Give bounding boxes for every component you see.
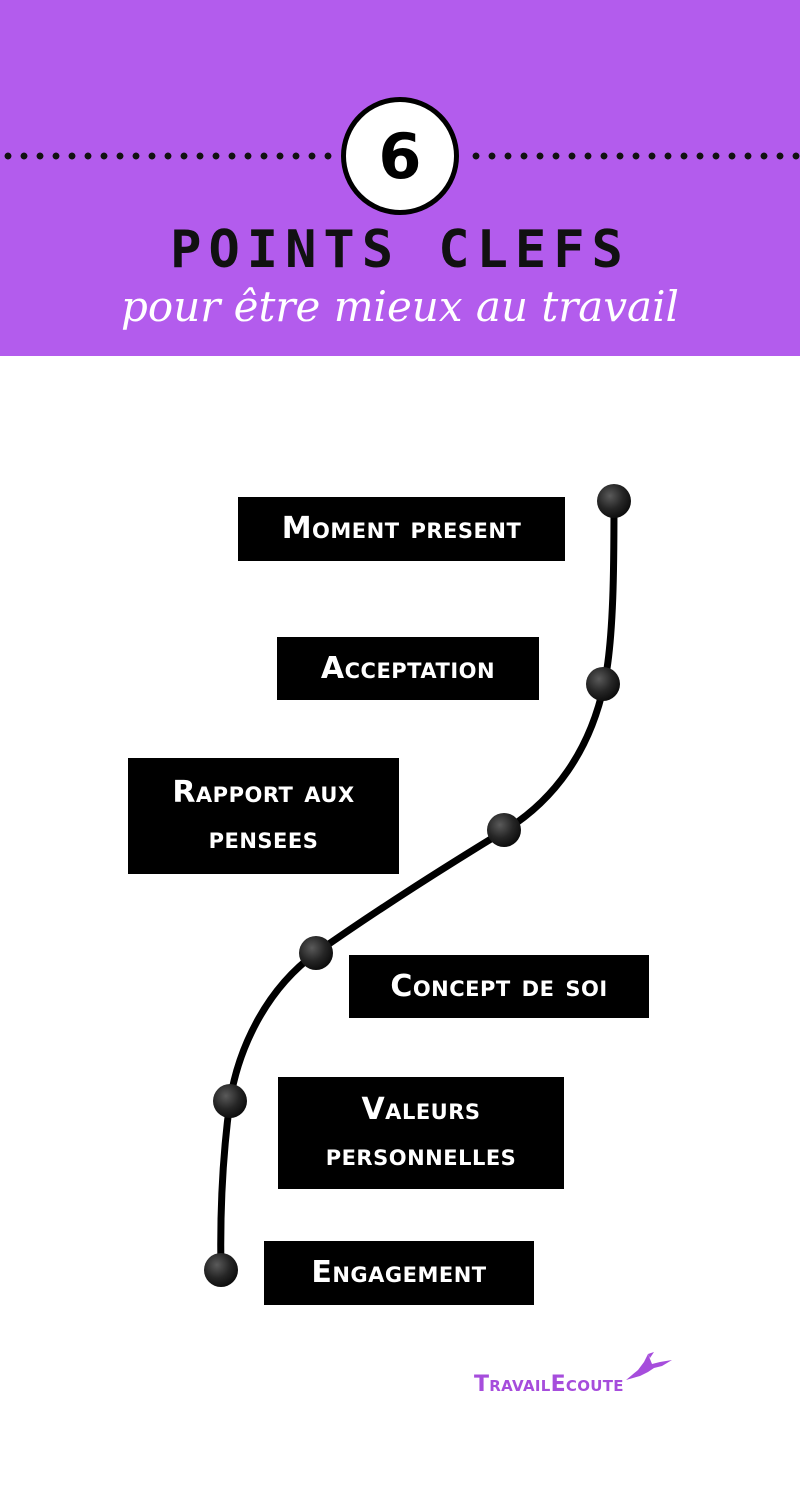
number-badge: 6 — [341, 97, 459, 215]
step-label-rapport-aux-pensees: Rapport aux pensees — [128, 758, 399, 874]
brand-logo: TravailEcoute — [474, 1350, 674, 1400]
page-title: POINTS CLEFS — [170, 220, 630, 280]
timeline-node-6 — [204, 1253, 238, 1287]
step-label-engagement: Engagement — [264, 1241, 534, 1305]
timeline-node-3 — [487, 813, 521, 847]
hummingbird-icon — [626, 1352, 672, 1380]
step-label-acceptation: Acceptation — [277, 637, 539, 700]
brand-name: TravailEcoute — [474, 1372, 624, 1397]
timeline-node-2 — [586, 667, 620, 701]
timeline-node-5 — [213, 1084, 247, 1118]
dotted-line-right — [464, 150, 800, 162]
header-banner: 6 POINTS CLEFS pour être mieux au travai… — [0, 0, 800, 356]
page-subtitle: pour être mieux au travail — [121, 282, 679, 331]
step-label-valeurs-personnelles: Valeurs personnelles — [278, 1077, 564, 1189]
step-label-concept-de-soi: Concept de soi — [349, 955, 649, 1018]
dotted-line-left — [0, 150, 336, 162]
timeline-node-4 — [299, 936, 333, 970]
step-label-moment-present: Moment present — [238, 497, 565, 561]
timeline-node-1 — [597, 484, 631, 518]
